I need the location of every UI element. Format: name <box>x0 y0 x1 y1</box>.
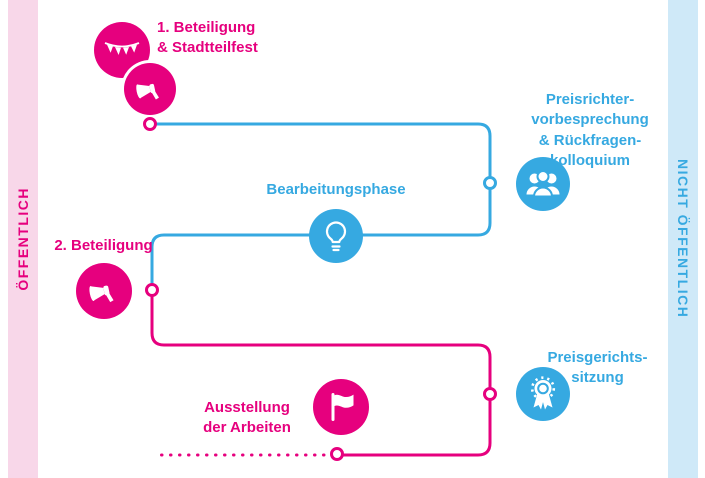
label-bearbeitungsphase: Bearbeitungsphase <box>266 181 406 198</box>
public-band: ÖFFENTLICH <box>8 0 38 478</box>
connector-dot-step1 <box>143 117 157 131</box>
non-public-band: NICHT ÖFFENTLICH <box>668 0 698 478</box>
node-beteiligung-2 <box>76 263 132 319</box>
node-beteiligung-1 <box>124 63 176 115</box>
node-preisrichter-vorbesprechung <box>516 157 570 211</box>
node-preisgerichtssitzung <box>516 367 570 421</box>
connector-dot-jury-session <box>483 387 497 401</box>
label-ausstellung: Ausstellung der Arbeiten <box>203 399 291 437</box>
megaphone-icon <box>89 285 114 303</box>
bunting-icon <box>104 42 140 55</box>
flow-line-bottom-pink <box>150 290 492 457</box>
label-preisgerichtssitzung: Preisgerichts- sitzung <box>547 349 648 387</box>
flow-line-top-blue <box>150 122 492 290</box>
lightbulb-icon <box>325 221 347 252</box>
label-beteiligung-2: 2. Beteiligung <box>54 237 153 254</box>
megaphone-icon <box>136 83 159 100</box>
connector-dot-exhibition <box>330 447 344 461</box>
committee-icon <box>526 170 560 198</box>
node-ausstellung <box>313 379 369 435</box>
label-beteiligung-1: 1. Beteiligung & Stadtteilfest <box>157 19 258 57</box>
connector-dot-step2 <box>145 283 159 297</box>
non-public-band-label: NICHT ÖFFENTLICH <box>675 159 691 319</box>
node-bearbeitungsphase <box>309 209 363 263</box>
connector-dot-jury-briefing <box>483 176 497 190</box>
label-preisrichter-vorbesprechung: Preisrichter- vorbesprechung & Rückfrage… <box>531 91 649 169</box>
flag-icon <box>331 393 354 421</box>
medal-icon <box>530 376 556 410</box>
